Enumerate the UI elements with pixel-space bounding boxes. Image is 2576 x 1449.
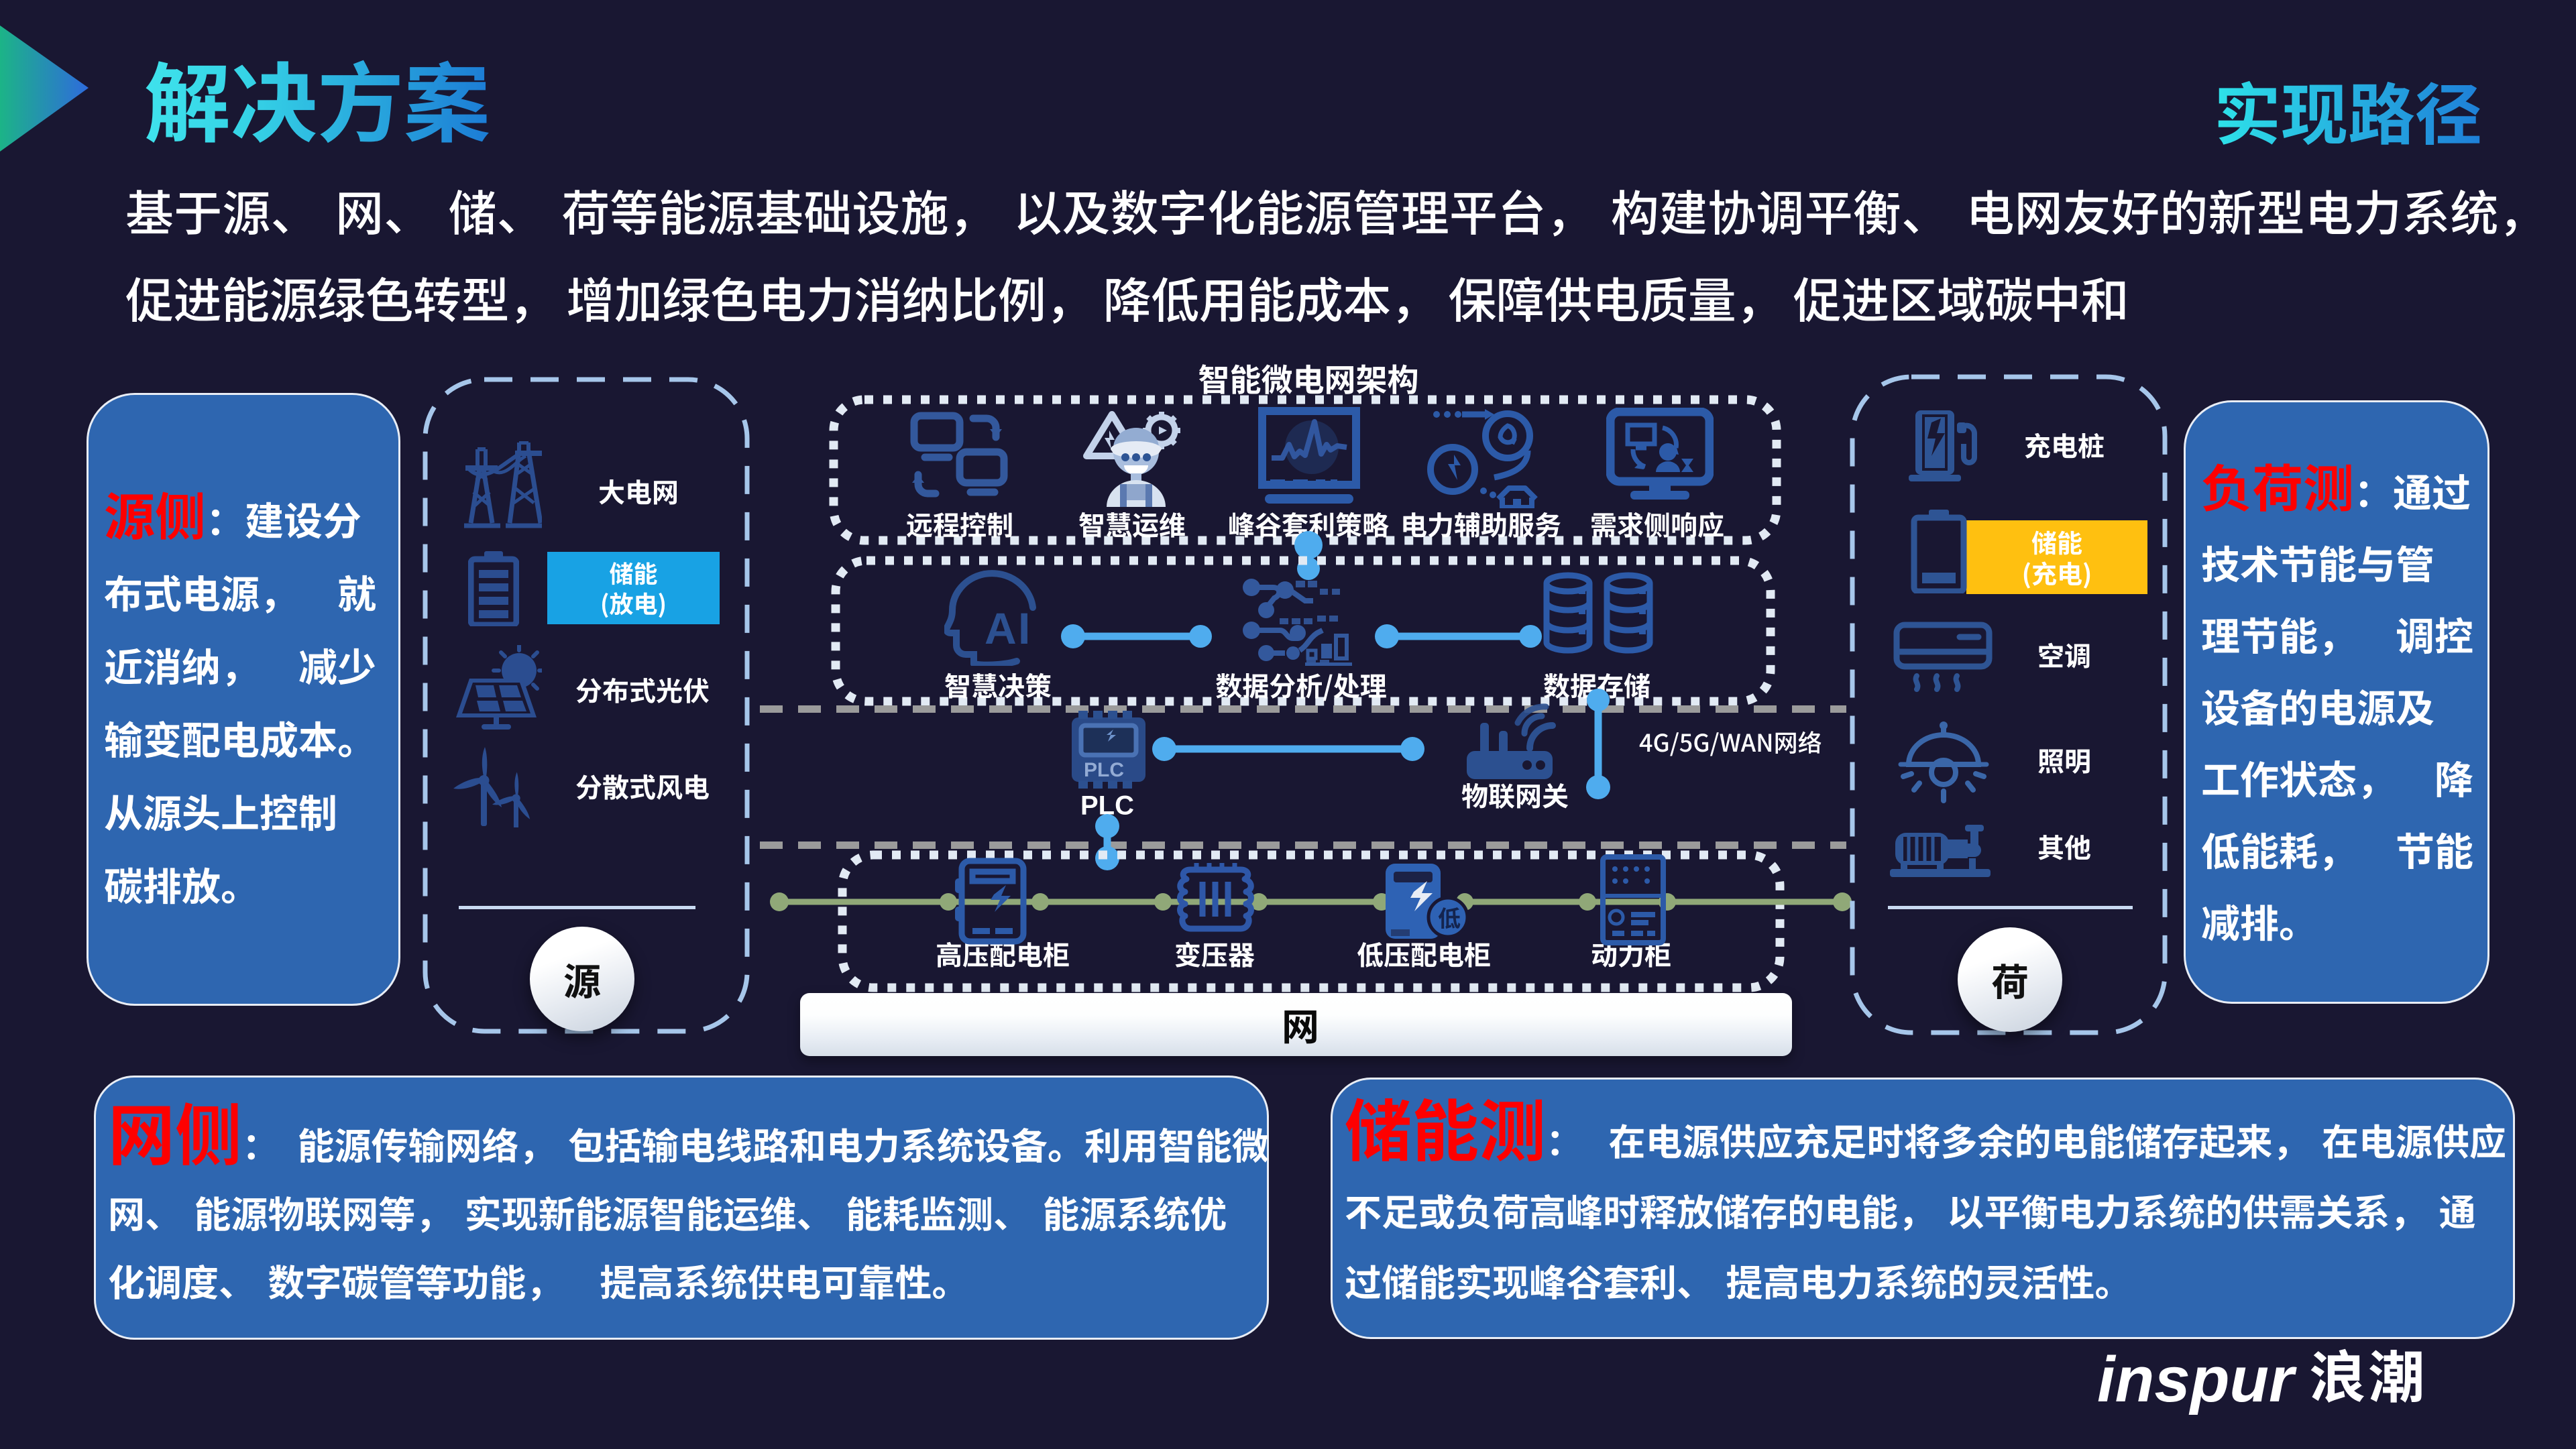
svg-text:低: 低 bbox=[1438, 901, 1461, 933]
svg-text:I: I bbox=[1018, 603, 1030, 653]
svg-text:A: A bbox=[985, 603, 1017, 653]
svg-text:PLC: PLC bbox=[1084, 759, 1124, 781]
